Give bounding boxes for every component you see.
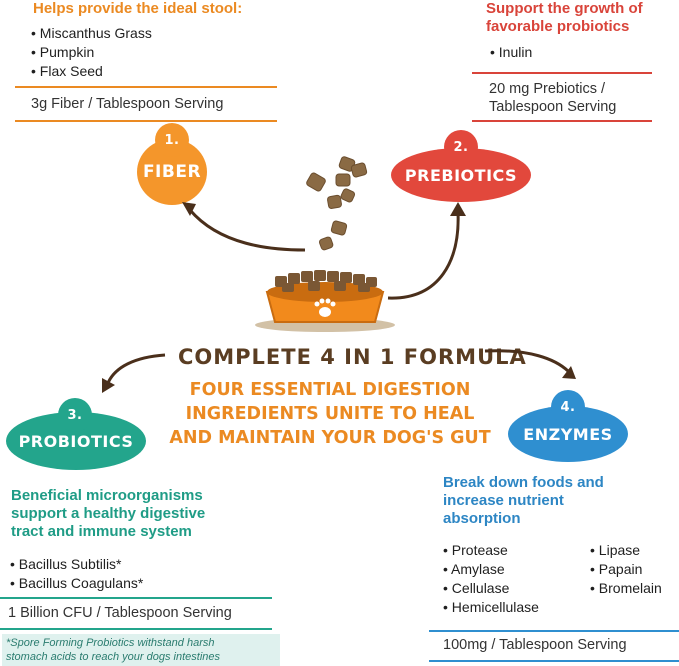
dog-food-illustration xyxy=(182,156,466,332)
formula-subtitle-line: AND MAINTAIN YOUR DOG'S GUT xyxy=(169,428,491,448)
list-item: Miscanthus Grass xyxy=(31,24,152,43)
arrow-to-fiber-head xyxy=(182,202,196,216)
probiotics-ingredient-list: Bacillus Subtilis* Bacillus Coagulans* xyxy=(10,555,144,593)
enzymes-heading: Break down foods and increase nutrient a… xyxy=(443,474,604,528)
probiotics-badge: 3. PROBIOTICS xyxy=(6,398,146,470)
enzymes-list-col2: Lipase Papain Bromelain xyxy=(590,541,662,598)
probiotics-heading: Beneficial microorganisms support a heal… xyxy=(11,487,205,541)
fiber-badge-label: FIBER xyxy=(142,162,202,182)
enzymes-badge-number: 4. xyxy=(551,390,585,424)
enzymes-heading-line: increase nutrient xyxy=(443,492,564,509)
list-item: Lipase xyxy=(590,541,662,560)
fiber-divider-bottom xyxy=(15,120,277,122)
list-item: Inulin xyxy=(490,43,532,62)
prebiotics-badge: 2. PREBIOTICS xyxy=(391,130,531,202)
fiber-serving: 3g Fiber / Tablespoon Serving xyxy=(31,96,224,112)
enzymes-heading-line: absorption xyxy=(443,510,521,527)
enzymes-serving: 100mg / Tablespoon Serving xyxy=(443,637,627,653)
prebiotics-divider xyxy=(472,72,652,74)
prebiotics-ingredient-list: Inulin xyxy=(490,43,532,62)
footnote-line: *Spore Forming Probiotics withstand hars… xyxy=(6,637,215,649)
probiotics-divider-bottom xyxy=(0,628,272,630)
enzymes-divider xyxy=(429,630,679,632)
prebiotics-serving: 20 mg Prebiotics / Tablespoon Serving xyxy=(489,80,616,116)
lower-arrows xyxy=(102,349,576,393)
arrow-to-enzymes-head xyxy=(562,366,576,379)
list-item: Cellulase xyxy=(443,579,539,598)
list-item: Amylase xyxy=(443,560,539,579)
arrow-to-enzymes xyxy=(484,349,570,373)
arrow-to-prebiotics-head xyxy=(450,202,466,216)
arrow-to-prebiotics xyxy=(387,211,460,300)
list-item: Protease xyxy=(443,541,539,560)
list-item: Bromelain xyxy=(590,579,662,598)
enzymes-heading-line: Break down foods and xyxy=(443,474,604,491)
list-item: Pumpkin xyxy=(31,43,152,62)
formula-subtitle: FOUR ESSENTIAL DIGESTION INGREDIENTS UNI… xyxy=(150,378,510,450)
list-item: Bacillus Coagulans* xyxy=(10,574,144,593)
arrow-to-probiotics-head xyxy=(102,378,115,393)
formula-subtitle-line: FOUR ESSENTIAL DIGESTION xyxy=(189,380,471,400)
footnote-line: stomach acids to reach your dogs intesti… xyxy=(6,651,221,663)
list-item: Bacillus Subtilis* xyxy=(10,555,143,574)
prebiotics-heading: Support the growth of favorable probioti… xyxy=(486,0,643,36)
enzymes-badge: 4. ENZYMES xyxy=(508,390,628,462)
prebiotics-badge-label: PREBIOTICS xyxy=(404,165,518,185)
bowl-kibble xyxy=(275,270,377,292)
probiotics-badge-number: 3. xyxy=(58,398,92,432)
fiber-heading: Helps provide the ideal stool: xyxy=(33,0,243,17)
prebiotics-heading-line: favorable probiotics xyxy=(486,18,630,35)
formula-subtitle-line: INGREDIENTS UNITE TO HEAL xyxy=(185,404,475,424)
paw-print-icon xyxy=(314,298,336,317)
prebiotics-divider-bottom xyxy=(472,120,652,122)
falling-kibble xyxy=(306,156,368,251)
fiber-badge-number: 1. xyxy=(155,123,189,157)
prebiotics-serving-line: Tablespoon Serving xyxy=(489,99,617,115)
fiber-badge: 1. FIBER xyxy=(137,123,207,205)
probiotics-heading-line: support a healthy digestive xyxy=(11,505,206,522)
list-item: Flax Seed xyxy=(31,62,152,81)
prebiotics-serving-line: 20 mg Prebiotics / xyxy=(489,81,606,97)
probiotics-badge-label: PROBIOTICS xyxy=(18,431,134,451)
arrow-to-probiotics xyxy=(106,353,166,384)
fiber-divider xyxy=(15,86,277,88)
fiber-ingredient-list: Miscanthus Grass Pumpkin Flax Seed xyxy=(31,24,152,81)
prebiotics-heading-line: Support the growth of xyxy=(486,0,643,17)
probiotics-footnote: *Spore Forming Probiotics withstand hars… xyxy=(2,634,280,666)
enzymes-badge-label: ENZYMES xyxy=(523,424,613,444)
formula-title: COMPLETE 4 IN 1 FORMULA xyxy=(178,345,527,369)
list-item: Papain xyxy=(590,560,662,579)
list-item: Hemicellulase xyxy=(443,598,539,617)
probiotics-divider xyxy=(0,597,272,599)
enzymes-divider-bottom xyxy=(429,660,679,662)
prebiotics-badge-number: 2. xyxy=(444,130,478,164)
enzymes-list-col1: Protease Amylase Cellulase Hemicellulase xyxy=(443,541,539,617)
probiotics-heading-line: Beneficial microorganisms xyxy=(11,487,203,504)
probiotics-serving: 1 Billion CFU / Tablespoon Serving xyxy=(8,605,232,621)
probiotics-heading-line: tract and immune system xyxy=(11,523,192,540)
arrow-to-fiber xyxy=(188,209,306,252)
